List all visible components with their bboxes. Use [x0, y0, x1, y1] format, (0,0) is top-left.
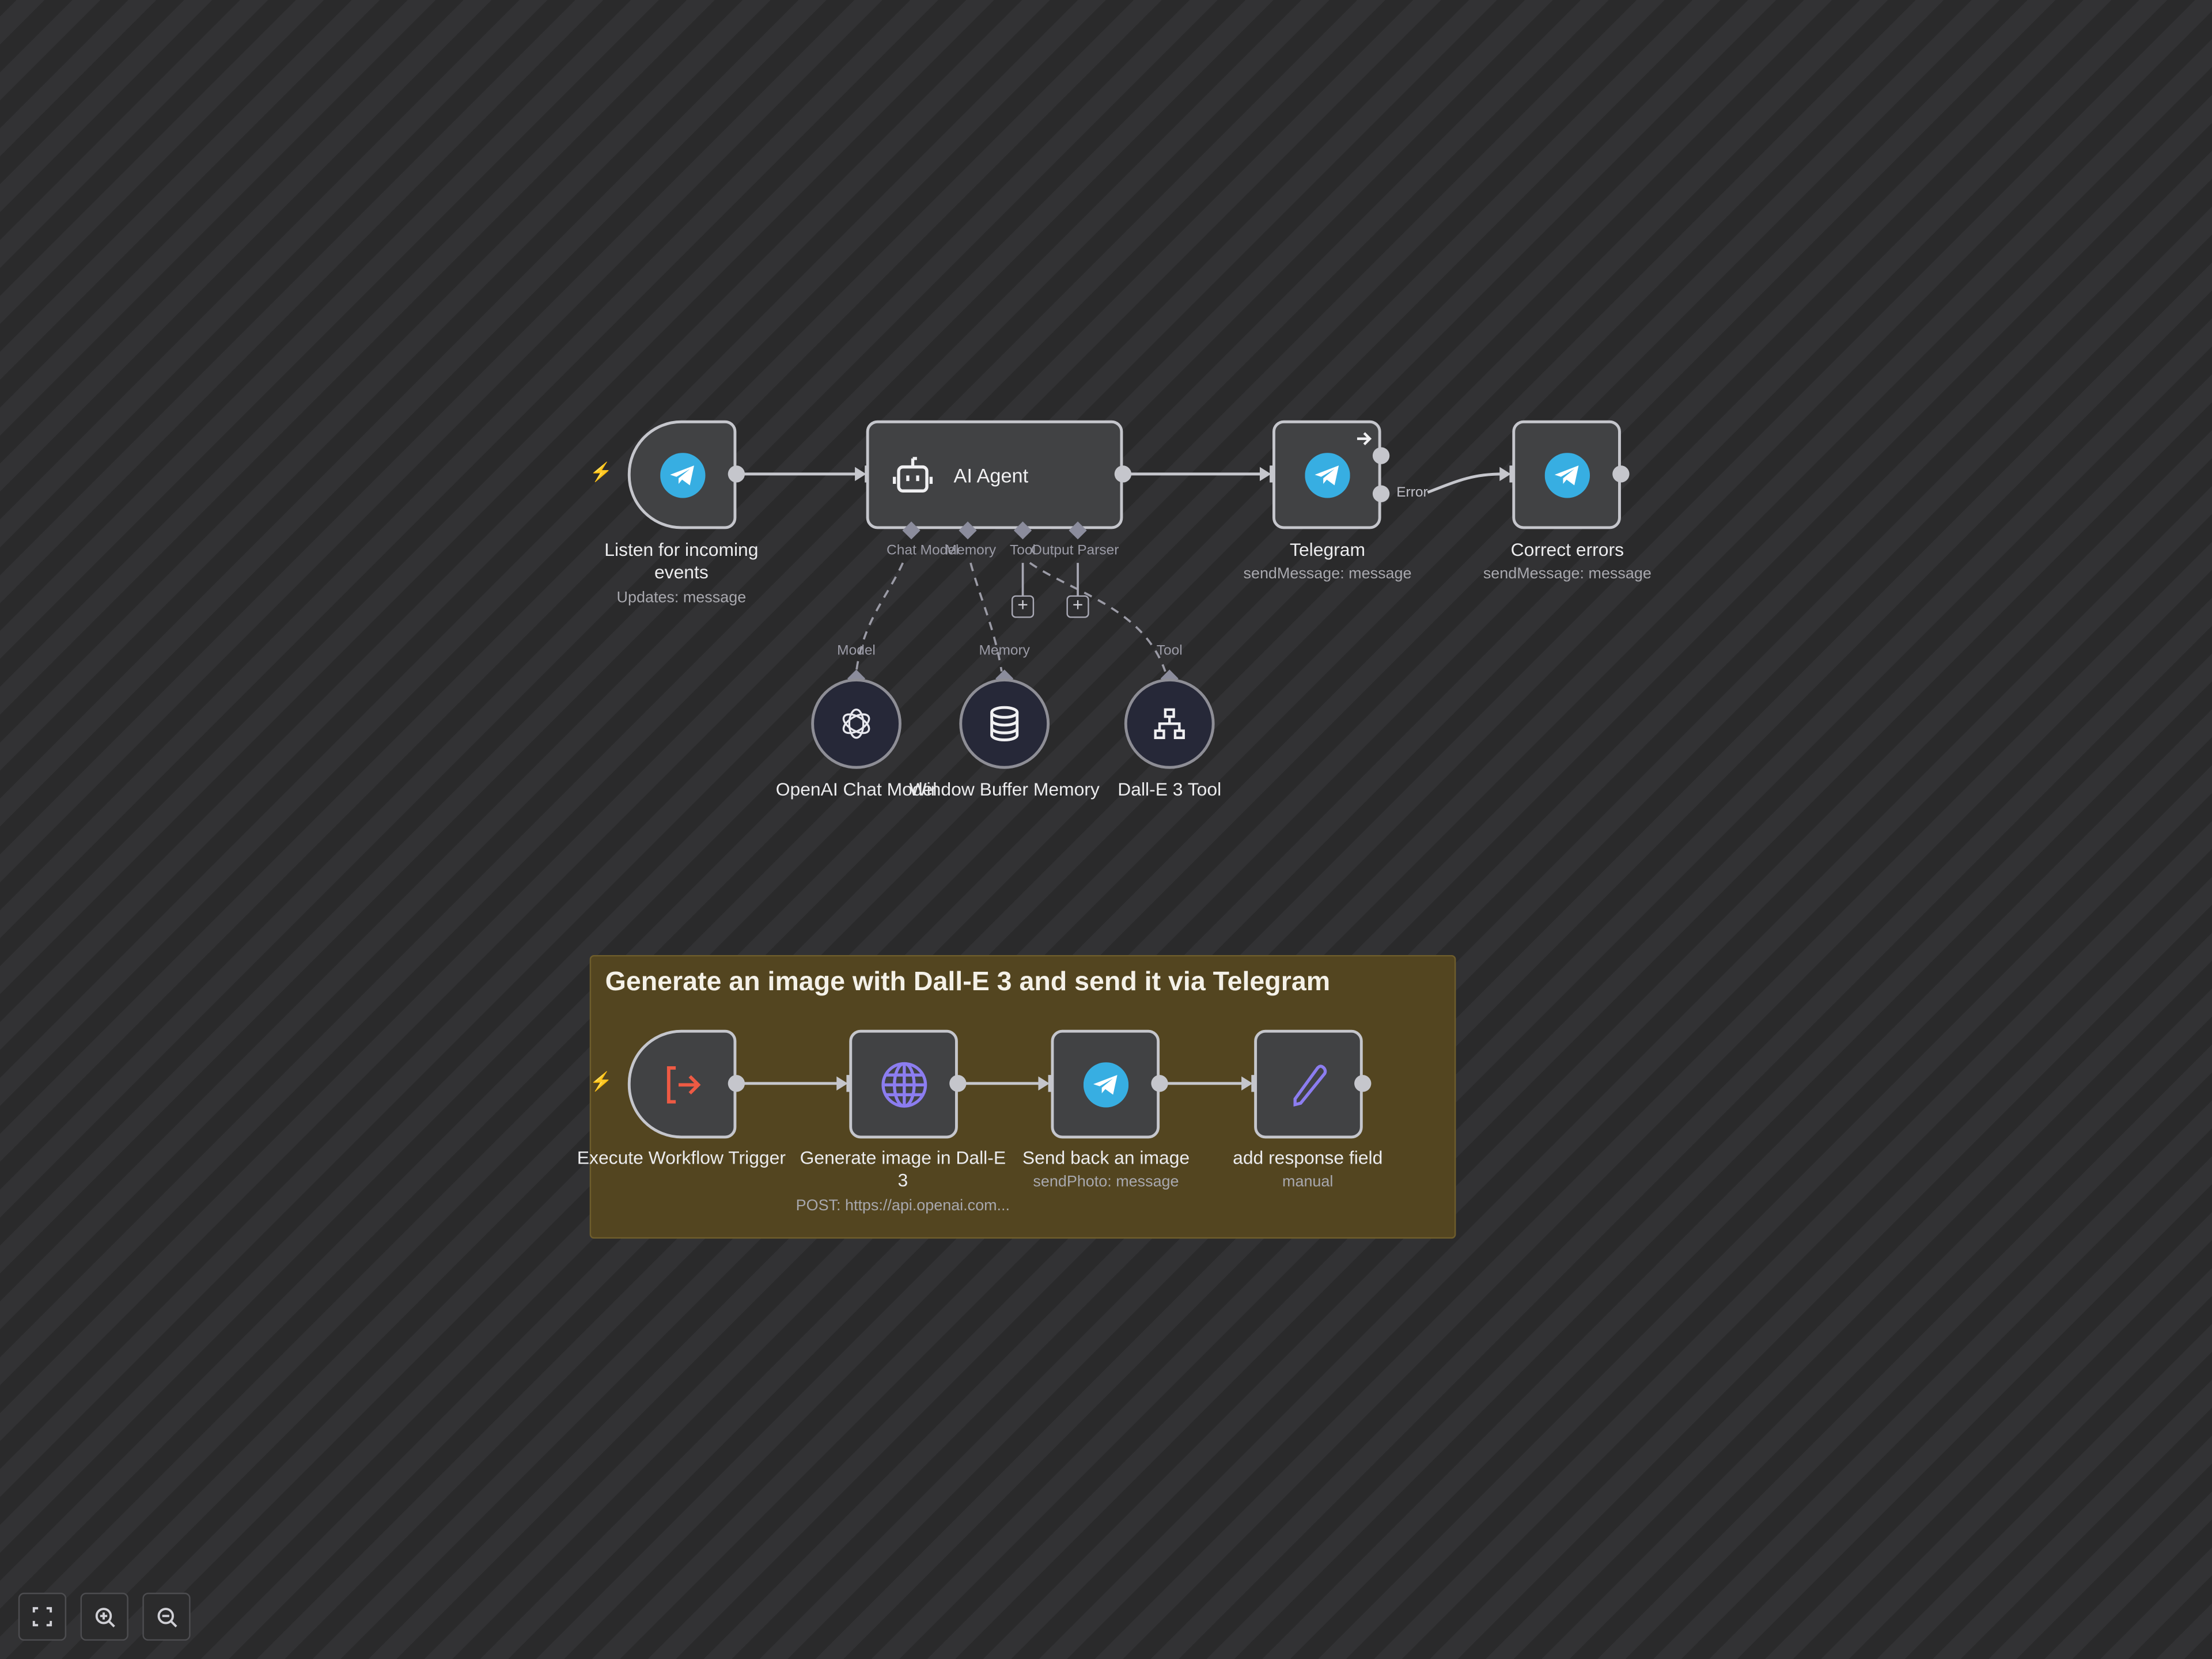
telegram-icon	[659, 452, 705, 498]
node-openai-chat-model[interactable]	[811, 678, 902, 769]
node-title: Dall-E 3 Tool	[1118, 778, 1222, 800]
add-tool-button[interactable]: +	[1011, 595, 1035, 618]
telegram-icon	[1082, 1061, 1128, 1107]
success-output-handle[interactable]	[1372, 447, 1390, 464]
sub-port-label: Memory	[979, 643, 1030, 659]
sitemap-icon	[1154, 708, 1185, 740]
zoom-in-icon	[94, 1607, 115, 1627]
node-title: Generate image in Dall-E 3	[800, 1147, 1006, 1191]
telegram-icon	[1304, 452, 1350, 498]
sticky-note-title: Generate an image with Dall-E 3 and send…	[605, 968, 1331, 998]
node-window-buffer-memory[interactable]	[959, 678, 1050, 769]
node-title: Correct errors	[1510, 539, 1624, 560]
zoom-out-icon	[157, 1607, 177, 1627]
node-ai-agent[interactable]: AI Agent	[866, 420, 1123, 529]
database-icon	[990, 706, 1019, 741]
node-subtitle: sendMessage: message	[1483, 566, 1652, 583]
node-dall-e-3-tool[interactable]	[1124, 678, 1215, 769]
trigger-bolt-icon: ⚡	[589, 1070, 613, 1092]
sub-port-label: Tool	[1156, 643, 1183, 659]
node-subtitle: sendPhoto: message	[1033, 1173, 1179, 1191]
output-handle[interactable]	[949, 1075, 967, 1092]
node-subtitle: manual	[1282, 1173, 1334, 1191]
node-title: AI Agent	[953, 463, 1029, 486]
fullscreen-icon	[32, 1607, 52, 1627]
node-title: Send back an image	[1022, 1147, 1190, 1168]
node-title: Telegram	[1290, 539, 1365, 560]
globe-icon	[881, 1061, 927, 1107]
node-generate-image[interactable]	[849, 1029, 958, 1139]
node-title: Execute Workflow Trigger	[577, 1147, 786, 1168]
output-handle[interactable]	[1354, 1075, 1372, 1092]
error-output-handle[interactable]	[1372, 485, 1390, 502]
node-correct-errors[interactable]	[1512, 420, 1621, 529]
node-send-back-an-image[interactable]	[1051, 1029, 1160, 1139]
node-telegram[interactable]	[1272, 420, 1381, 529]
port-label: Chat Model	[887, 543, 959, 559]
error-output-label: Error	[1396, 485, 1428, 501]
edge-telegram-error-correct	[1427, 472, 1503, 494]
output-handle[interactable]	[728, 1075, 745, 1092]
node-title: Listen for incoming events	[604, 539, 759, 583]
robot-icon	[892, 456, 933, 492]
node-execute-workflow-trigger[interactable]	[627, 1029, 737, 1139]
sub-port-label: Model	[837, 643, 876, 659]
node-subtitle: POST: https://api.openai.com...	[796, 1198, 1010, 1215]
port-label: Output Parser	[1031, 543, 1119, 559]
node-listen-for-incoming-events[interactable]	[627, 420, 737, 529]
output-handle[interactable]	[1114, 465, 1132, 483]
node-add-response-field[interactable]	[1254, 1029, 1363, 1139]
output-handle[interactable]	[1612, 465, 1630, 483]
add-output-parser-button[interactable]: +	[1066, 595, 1089, 618]
telegram-icon	[1544, 452, 1589, 498]
zoom-out-button[interactable]	[142, 1592, 191, 1641]
output-handle[interactable]	[1151, 1075, 1168, 1092]
port-label: Tool	[1010, 543, 1036, 559]
edge-tool	[1029, 562, 1166, 672]
node-title: Window Buffer Memory	[909, 778, 1100, 800]
node-title: add response field	[1233, 1147, 1383, 1168]
trigger-bolt-icon: ⚡	[589, 461, 613, 483]
zoom-in-button[interactable]	[80, 1592, 128, 1641]
sign-out-icon	[666, 1065, 700, 1103]
openai-icon	[842, 709, 870, 739]
node-title: OpenAI Chat Model	[775, 778, 937, 800]
node-subtitle: Updates: message	[616, 589, 747, 607]
fit-view-button[interactable]	[18, 1592, 67, 1641]
pen-icon	[1293, 1064, 1327, 1106]
output-handle[interactable]	[728, 465, 745, 483]
port-label: Memory	[945, 543, 997, 559]
arrow-right-icon	[1357, 432, 1372, 445]
node-subtitle: sendMessage: message	[1243, 566, 1412, 583]
